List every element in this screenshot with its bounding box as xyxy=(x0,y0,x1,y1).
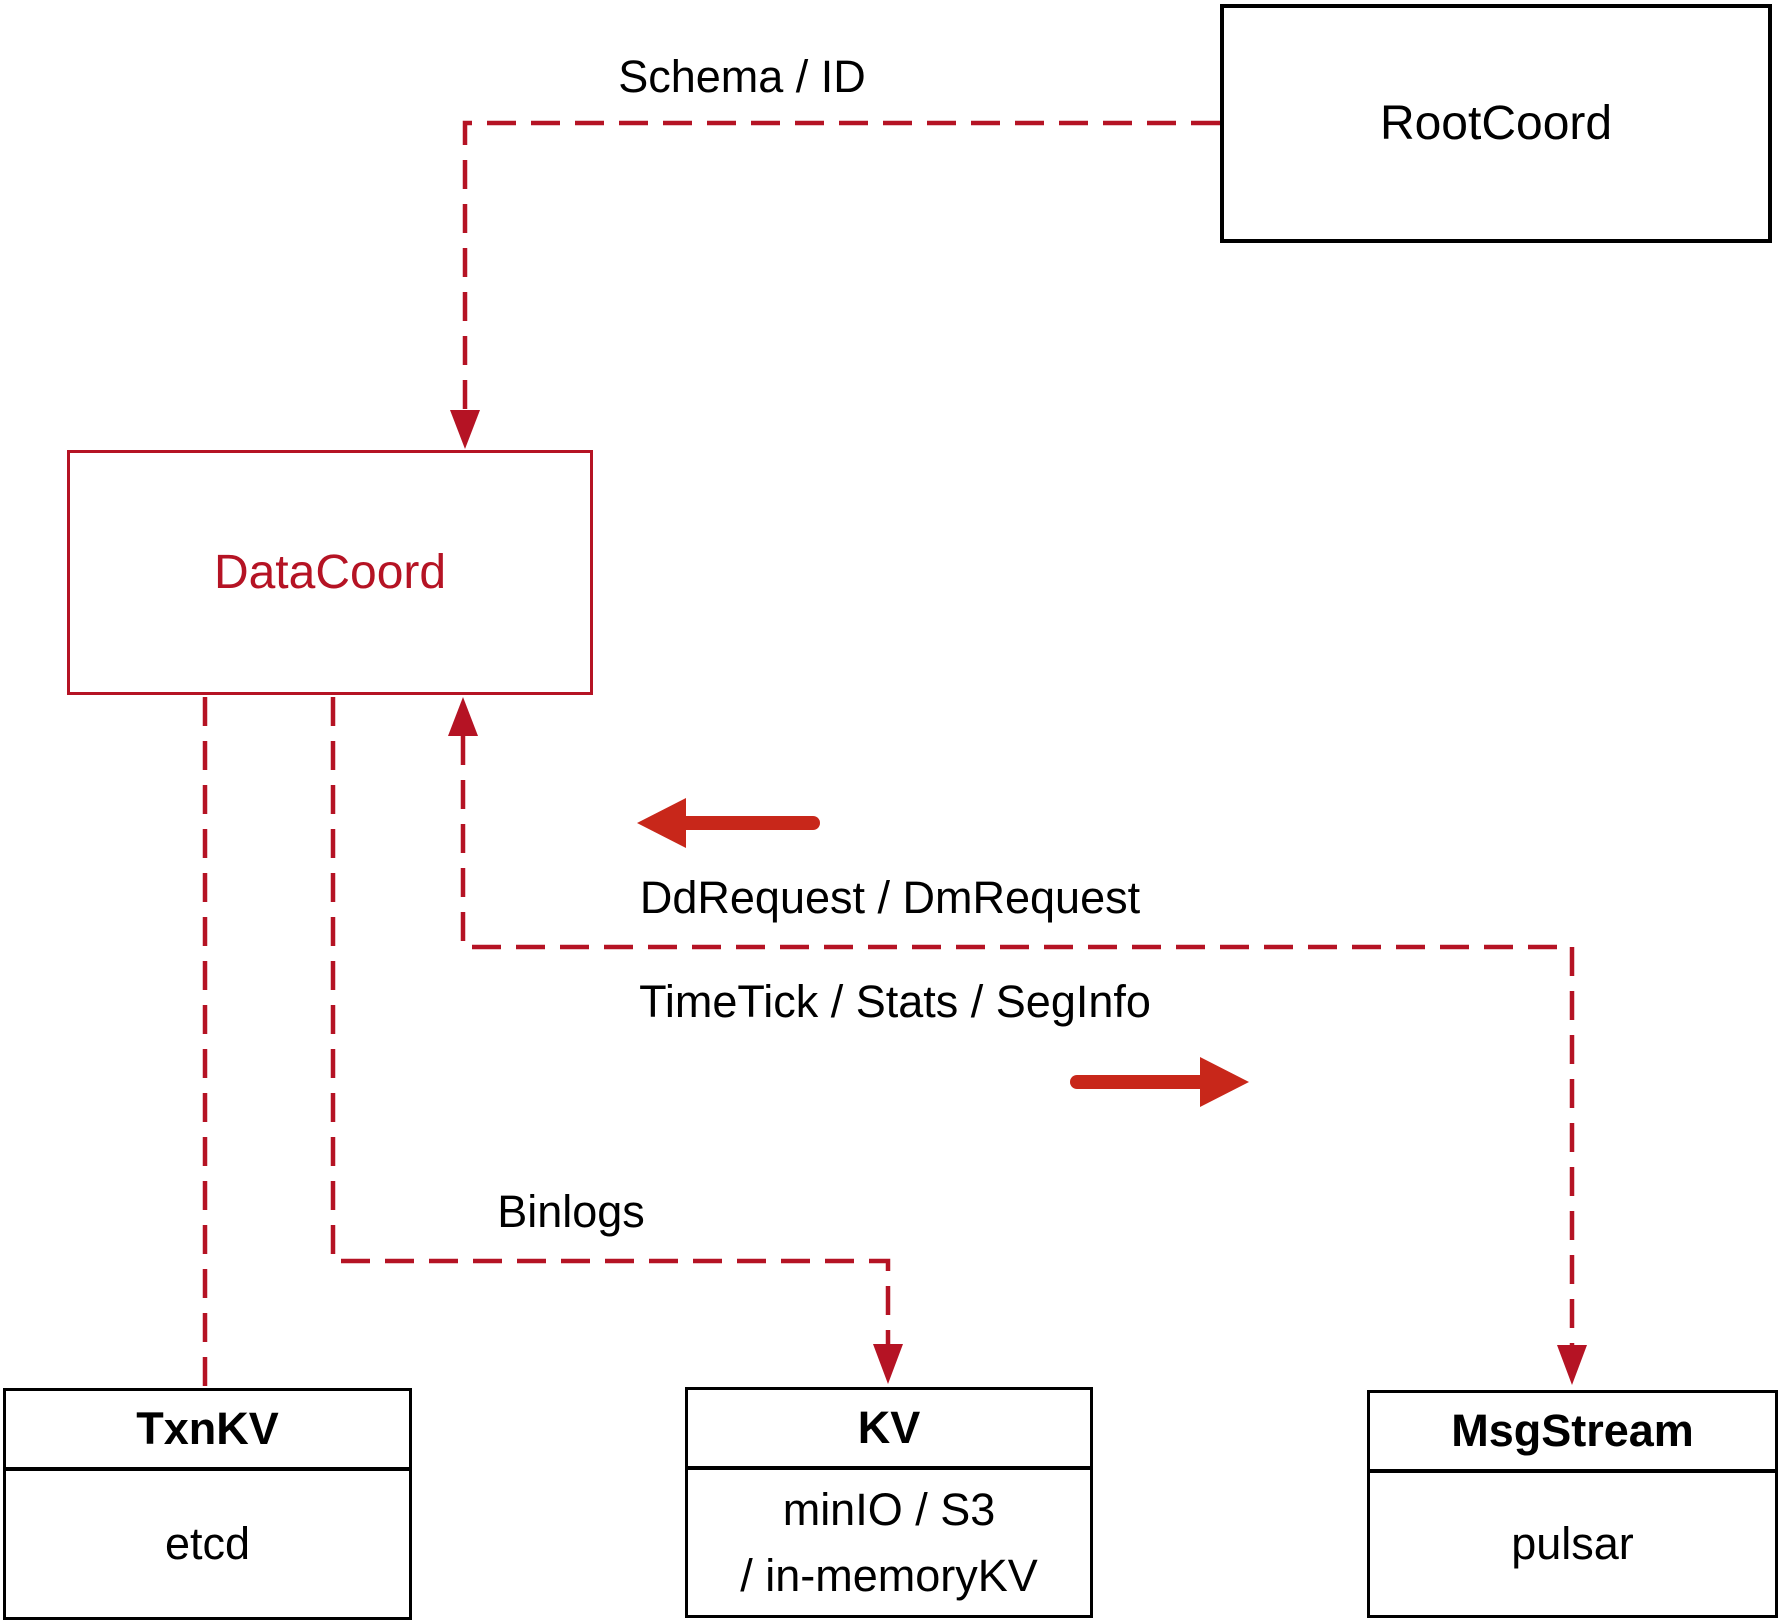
node-txnkv-value: etcd xyxy=(164,1518,251,1570)
edge-request-bus xyxy=(448,697,1587,1385)
node-txnkv-title: TxnKV xyxy=(6,1391,409,1471)
edge-label-binlogs: Binlogs xyxy=(497,1186,645,1237)
node-msgstream-title: MsgStream xyxy=(1370,1393,1775,1473)
direction-arrow-left-head xyxy=(637,798,686,848)
node-kv-value-line1: minIO / S3 xyxy=(782,1484,996,1536)
node-msgstream-value: pulsar xyxy=(1511,1518,1634,1570)
node-rootcoord-label: RootCoord xyxy=(1379,97,1613,150)
edge-request-bus-line xyxy=(460,736,1575,1345)
direction-arrow-right-icon xyxy=(1070,1057,1249,1107)
edge-schema-id xyxy=(450,120,1220,449)
node-txnkv: TxnKV etcd xyxy=(3,1388,412,1620)
node-kv-value-line2: / in-memoryKV xyxy=(740,1549,1038,1601)
direction-arrow-right-head xyxy=(1200,1057,1249,1107)
node-rootcoord: RootCoord xyxy=(1220,4,1772,243)
node-kv: KV minIO / S3 / in-memoryKV xyxy=(685,1387,1093,1618)
edge-schema-id-arrowhead xyxy=(450,410,480,449)
direction-arrow-left-icon xyxy=(637,798,820,848)
node-kv-title: KV xyxy=(688,1390,1090,1470)
edge-binlogs-line xyxy=(330,697,891,1344)
edge-request-bus-up-arrowhead xyxy=(448,697,478,736)
node-datacoord-label: DataCoord xyxy=(213,546,447,599)
edge-label-schema-id: Schema / ID xyxy=(618,51,866,102)
edge-schema-id-line xyxy=(462,120,1220,410)
edge-binlogs xyxy=(330,697,903,1384)
node-msgstream: MsgStream pulsar xyxy=(1367,1390,1778,1618)
node-datacoord: DataCoord xyxy=(67,450,593,695)
edge-binlogs-arrowhead xyxy=(873,1344,903,1384)
edge-request-bus-down-arrowhead xyxy=(1557,1345,1587,1385)
edge-label-timetick: TimeTick / Stats / SegInfo xyxy=(639,976,1151,1027)
edge-label-ddrequest: DdRequest / DmRequest xyxy=(639,872,1141,923)
